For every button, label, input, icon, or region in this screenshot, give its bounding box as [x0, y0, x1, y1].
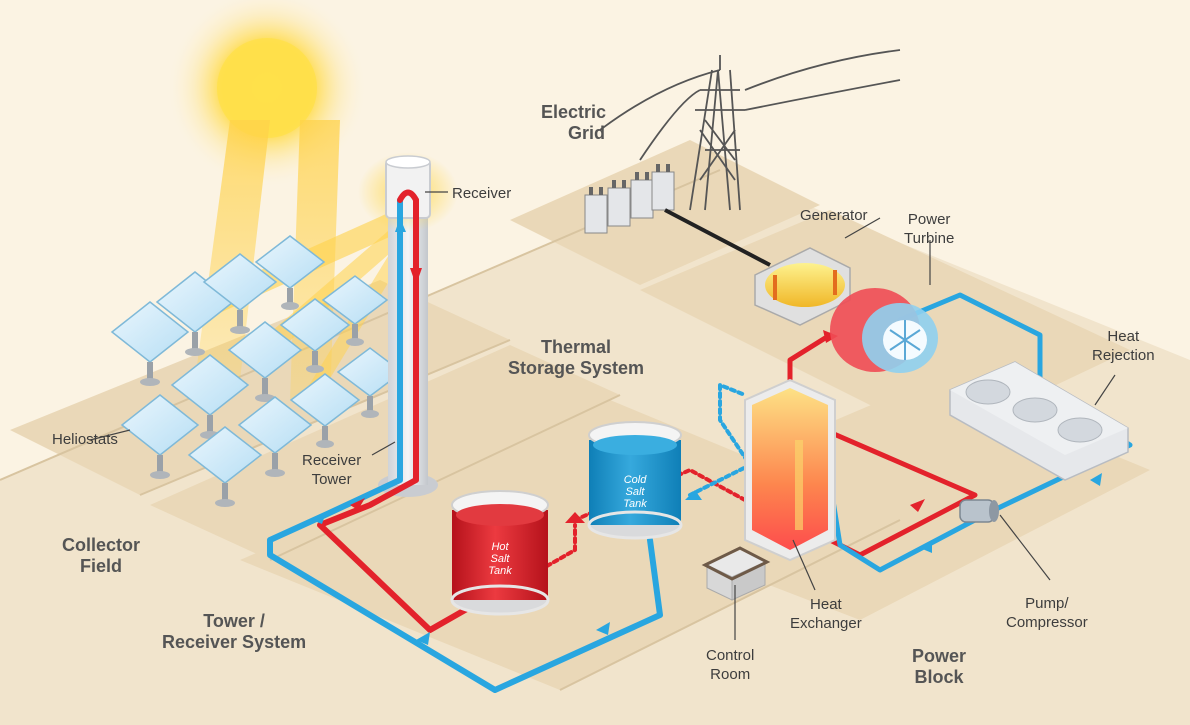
- grid-cable: [664, 208, 771, 267]
- transformers: [584, 164, 771, 267]
- pump-compressor: [959, 499, 999, 523]
- power-turbine: [830, 288, 938, 373]
- section-thermal-storage: Thermal Storage System: [508, 337, 645, 378]
- label-heat-exchanger: Heat Exchanger: [790, 596, 862, 632]
- label-hot-salt-tank: Hot Salt Tank: [488, 541, 512, 577]
- exhaust-pipe: [897, 292, 1043, 403]
- heat-exchanger: [744, 378, 836, 562]
- label-heat-rejection: Heat Rejection: [1092, 328, 1155, 364]
- section-electric-grid: Electric Grid: [541, 102, 607, 143]
- label-receiver-tower: Receiver Tower: [302, 452, 362, 488]
- transmission-tower: [599, 49, 901, 211]
- label-control-room: Control Room: [706, 647, 755, 683]
- cold-return-pipe: [267, 197, 663, 693]
- control-room: [701, 546, 771, 601]
- heliostat-field: [110, 235, 404, 507]
- hot-to-hx-pipe: [538, 523, 577, 572]
- cold-salt-tank: [587, 421, 683, 540]
- cold-from-hx-pipe: [688, 383, 752, 497]
- hot-supply-pipe: [317, 197, 503, 633]
- section-tower-receiver: Tower / Receiver System: [162, 611, 307, 652]
- label-cold-salt-tank: Cold Salt Tank: [623, 474, 647, 510]
- section-collector-field: Collector Field: [62, 535, 141, 576]
- leader-lines: [89, 191, 1116, 640]
- heat-rejection-unit: [949, 361, 1129, 481]
- label-generator: Generator: [800, 207, 868, 224]
- hot-salt-tank: [450, 490, 550, 616]
- section-power-block: Power Block: [912, 646, 967, 687]
- label-power-turbine: Power Turbine: [904, 211, 955, 247]
- label-pump-compressor: Pump/ Compressor: [1006, 595, 1088, 631]
- label-heliostats: Heliostats: [52, 431, 118, 448]
- label-receiver: Receiver: [452, 185, 512, 202]
